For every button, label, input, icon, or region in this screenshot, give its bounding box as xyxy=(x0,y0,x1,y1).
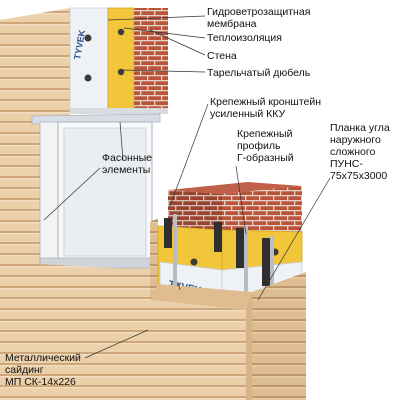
dowel-head xyxy=(84,74,92,82)
bracket xyxy=(236,228,245,268)
profile xyxy=(270,236,274,320)
bracket xyxy=(214,222,222,252)
corner-cutaway: TYVEK xyxy=(157,182,303,320)
upper-cutaway: TYVEK xyxy=(69,7,168,114)
label-membrane: Гидроветрозащитная мембрана xyxy=(207,6,311,30)
label-wall: Стена xyxy=(207,50,237,62)
profile xyxy=(244,226,248,316)
bracket xyxy=(164,218,172,248)
label-corner-strip: Планка угла наружного сложного ПУНС- 75х… xyxy=(330,122,390,182)
label-bracket: Крепежный кронштейн усиленный ККУ xyxy=(210,96,322,120)
window xyxy=(31,113,161,269)
dowel-head xyxy=(117,68,125,76)
label-dowel: Тарельчатый дюбель xyxy=(207,67,311,79)
dowel-head xyxy=(84,34,92,42)
label-profile: Крепежный профиль Г-образный xyxy=(237,128,294,164)
dowel-head xyxy=(117,28,125,36)
label-siding: Металлический сайдинг МП СК-14х226 xyxy=(5,352,81,388)
lower-siding xyxy=(0,218,158,310)
bracket xyxy=(262,238,270,286)
leader-lines xyxy=(43,15,331,359)
dowel-head xyxy=(190,258,198,266)
label-shaped-elements: Фасонные элементы xyxy=(102,152,153,176)
label-insulation: Теплоизоляция xyxy=(207,32,282,44)
profile xyxy=(173,214,177,306)
corner-siding xyxy=(150,272,306,400)
